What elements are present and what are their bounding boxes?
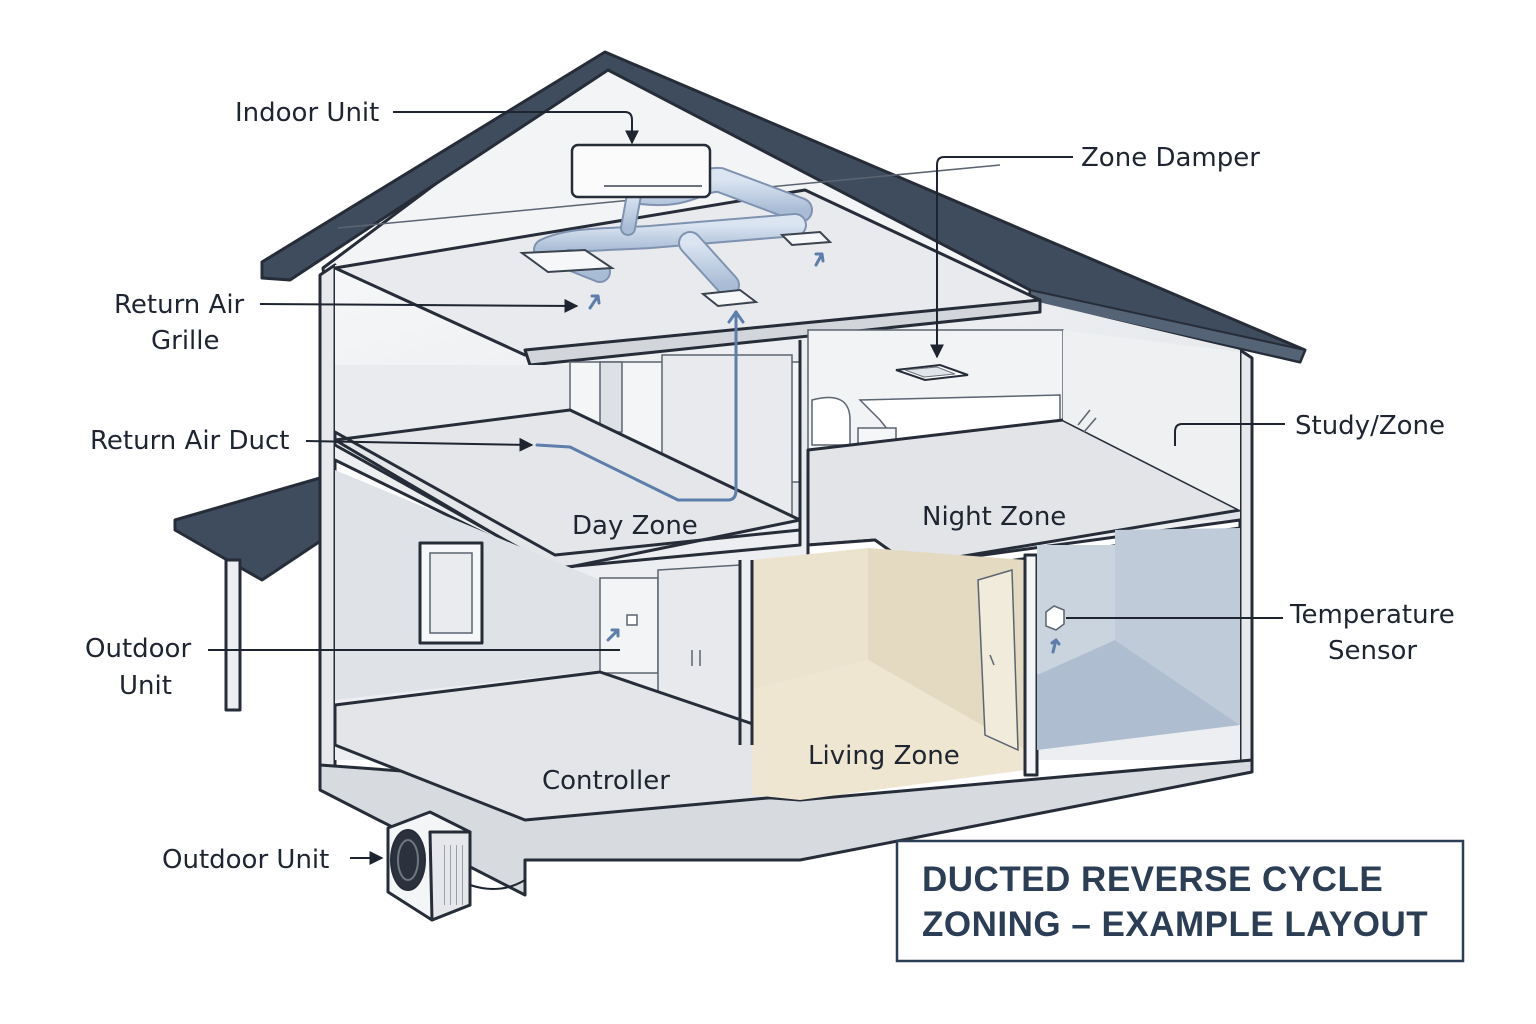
porch [173, 476, 324, 712]
study-zone-label: Study/Zone [1295, 411, 1445, 441]
title-line-2: ZONING – EXAMPLE LAYOUT [922, 905, 1428, 944]
indoor-unit [570, 143, 712, 199]
title-line-1: DUCTED REVERSE CYCLE [922, 860, 1383, 899]
airflow-paths [535, 252, 1061, 654]
title-box: DUCTED REVERSE CYCLE ZONING – EXAMPLE LA… [895, 839, 1465, 963]
return-air-grille-label-line1: Return Air [114, 290, 245, 320]
outdoor-unit-left-label-line1: Outdoor [85, 634, 191, 664]
study-zone-room [1063, 330, 1240, 510]
temperature-sensor-label-line1: Temperature [1289, 600, 1455, 630]
controller-label: Controller [542, 766, 670, 796]
outdoor-unit-bottom-label: Outdoor Unit [162, 845, 329, 875]
zone-damper-label: Zone Damper [1081, 143, 1260, 173]
sensor-room [1037, 528, 1240, 750]
zone-damper-vent [895, 363, 969, 382]
living-zone-room [750, 548, 1039, 800]
controller-room [333, 470, 802, 822]
return-air-duct-label: Return Air Duct [90, 426, 290, 456]
living-zone-label: Living Zone [808, 741, 960, 771]
indoor-unit-label: Indoor Unit [235, 98, 379, 128]
outdoor-unit-left-label-line2: Unit [119, 671, 172, 701]
return-air-grille-label-line2: Grille [151, 326, 220, 356]
night-zone-room [798, 329, 1242, 577]
callout-lines [208, 111, 1285, 865]
day-zone-label: Day Zone [572, 511, 698, 541]
outdoor-unit [386, 810, 526, 922]
night-zone-label: Night Zone [922, 502, 1066, 532]
temperature-sensor-label-line2: Sensor [1328, 636, 1417, 666]
